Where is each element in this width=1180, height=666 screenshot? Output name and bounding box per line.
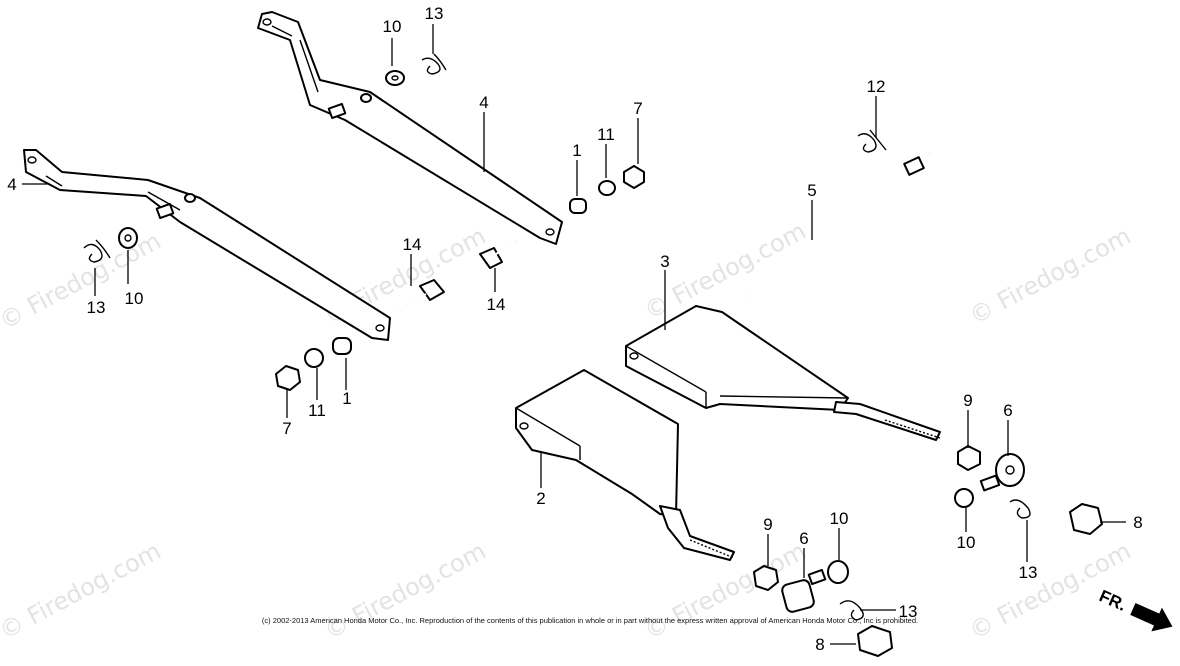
watermark: © Firedog.com	[0, 537, 165, 646]
callout-13: 13	[1019, 563, 1038, 582]
callout-9: 9	[963, 391, 972, 410]
direction-arrow-icon	[1130, 603, 1173, 632]
watermark: © Firedog.com	[965, 222, 1136, 331]
arm-upper	[257, 11, 563, 245]
callout-1: 1	[342, 389, 351, 408]
watermark: © Firedog.com	[320, 537, 491, 646]
callout-7: 7	[282, 419, 291, 438]
callout-10: 10	[383, 17, 402, 36]
callout-4: 4	[7, 175, 16, 194]
callout-10: 10	[830, 509, 849, 528]
callout-3: 3	[660, 252, 669, 271]
callout-9: 9	[763, 515, 772, 534]
small-parts-upper	[385, 53, 645, 214]
plate-lower	[515, 369, 735, 561]
callout-6: 6	[1003, 401, 1012, 420]
callout-13: 13	[899, 602, 918, 621]
callout-13: 13	[425, 4, 444, 23]
callout-13: 13	[87, 298, 106, 317]
direction-label: FR.	[1096, 586, 1129, 614]
callout-2: 2	[536, 489, 545, 508]
callout-12: 12	[867, 77, 886, 96]
rod	[746, 150, 947, 299]
leader-lines	[22, 24, 1126, 645]
small-parts-right	[857, 129, 1103, 535]
callout-10: 10	[125, 289, 144, 308]
watermark: © Firedog.com	[0, 227, 165, 336]
copyright-notice: (c) 2002-2013 American Honda Motor Co., …	[261, 616, 919, 625]
callout-7: 7	[633, 99, 642, 118]
callouts: 10 13 4 7 11 1 4 13 10 14 14 1 11 7 12 5…	[7, 4, 1142, 654]
callout-14: 14	[403, 235, 422, 254]
callout-8: 8	[1133, 513, 1142, 532]
callout-5: 5	[807, 181, 816, 200]
callout-11: 11	[308, 401, 326, 420]
callout-6: 6	[799, 529, 808, 548]
callout-8: 8	[815, 635, 824, 654]
small-parts-bottom	[753, 560, 893, 657]
callout-14: 14	[487, 295, 506, 314]
callout-1: 1	[572, 141, 581, 160]
arm-lower	[23, 149, 391, 341]
callout-11: 11	[597, 125, 615, 144]
front-direction-indicator: FR.	[1096, 586, 1173, 632]
callout-10: 10	[957, 533, 976, 552]
bolt-left	[399, 279, 445, 311]
small-parts-left	[83, 227, 352, 391]
bolt-right	[479, 241, 517, 269]
callout-4: 4	[479, 93, 488, 112]
plate-upper	[625, 305, 941, 441]
